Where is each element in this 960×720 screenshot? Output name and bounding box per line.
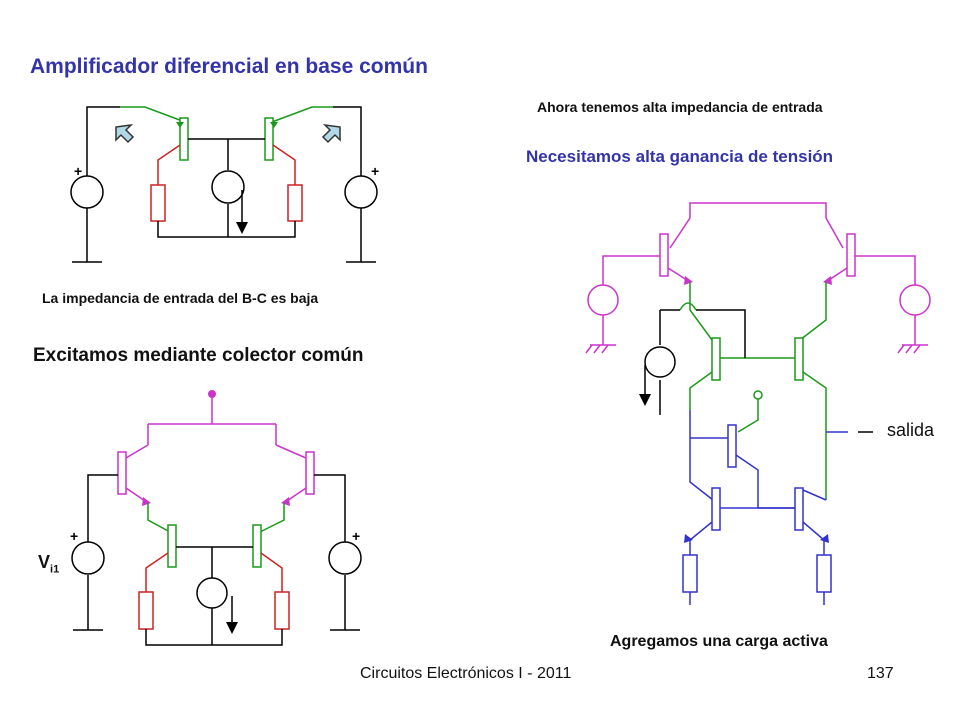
footer-course: Circuitos Electrónicos I - 2011 bbox=[360, 665, 572, 682]
input-voltage-label: Vi1 bbox=[38, 552, 60, 576]
common-collector-circuit: + + bbox=[70, 390, 362, 646]
bjt-q10 bbox=[794, 337, 804, 381]
note-active-load: Agregamos una carga activa bbox=[610, 633, 828, 650]
bjt-q12 bbox=[711, 487, 721, 531]
svg-text:+: + bbox=[352, 528, 360, 544]
resistor-rc4 bbox=[274, 591, 290, 630]
input-arrow-left-icon bbox=[115, 123, 135, 144]
bjt-q7 bbox=[659, 233, 669, 277]
voltage-source-left bbox=[70, 175, 104, 209]
bjt-q9 bbox=[711, 337, 721, 381]
note-low-input-impedance: La impedancia de entrada del B-C es baja bbox=[42, 290, 319, 306]
voltage-source-vi1 bbox=[71, 541, 105, 575]
bjt-q13 bbox=[794, 487, 804, 531]
voltage-source-right bbox=[344, 175, 378, 209]
current-source-tail-2 bbox=[196, 577, 228, 609]
active-load-circuit bbox=[585, 202, 931, 605]
voltage-source-right-2 bbox=[899, 284, 931, 316]
slide-title: Amplificador diferencial en base común bbox=[30, 55, 428, 78]
bjt-q4 bbox=[305, 451, 315, 495]
resistor-re2 bbox=[816, 554, 832, 593]
bjt-q5 bbox=[167, 524, 177, 568]
svg-text:+: + bbox=[371, 163, 379, 179]
resistor-re1 bbox=[682, 554, 698, 593]
voltage-source-vi2 bbox=[328, 541, 362, 575]
output-label: salida bbox=[887, 420, 935, 440]
common-base-circuit: + + bbox=[70, 106, 379, 263]
page-number: 137 bbox=[867, 665, 894, 682]
resistor-rc1 bbox=[150, 184, 166, 222]
note-drive-common-collector: Excitamos mediante colector común bbox=[33, 345, 364, 366]
bjt-q8 bbox=[846, 233, 856, 277]
bjt-q3 bbox=[117, 451, 127, 495]
resistor-rc2 bbox=[287, 184, 303, 222]
voltage-source-left-2 bbox=[587, 284, 619, 316]
resistor-rc3 bbox=[138, 591, 154, 630]
bjt-q6 bbox=[252, 524, 262, 568]
svg-text:+: + bbox=[70, 528, 78, 544]
bjt-q11 bbox=[727, 424, 737, 468]
current-source-tail bbox=[211, 170, 245, 204]
note-high-input-impedance: Ahora tenemos alta impedancia de entrada bbox=[537, 99, 823, 115]
input-arrow-right-icon bbox=[321, 123, 341, 144]
current-source-tail-3 bbox=[644, 346, 676, 378]
svg-text:+: + bbox=[74, 163, 82, 179]
note-need-voltage-gain: Necesitamos alta ganancia de tensión bbox=[526, 147, 834, 166]
